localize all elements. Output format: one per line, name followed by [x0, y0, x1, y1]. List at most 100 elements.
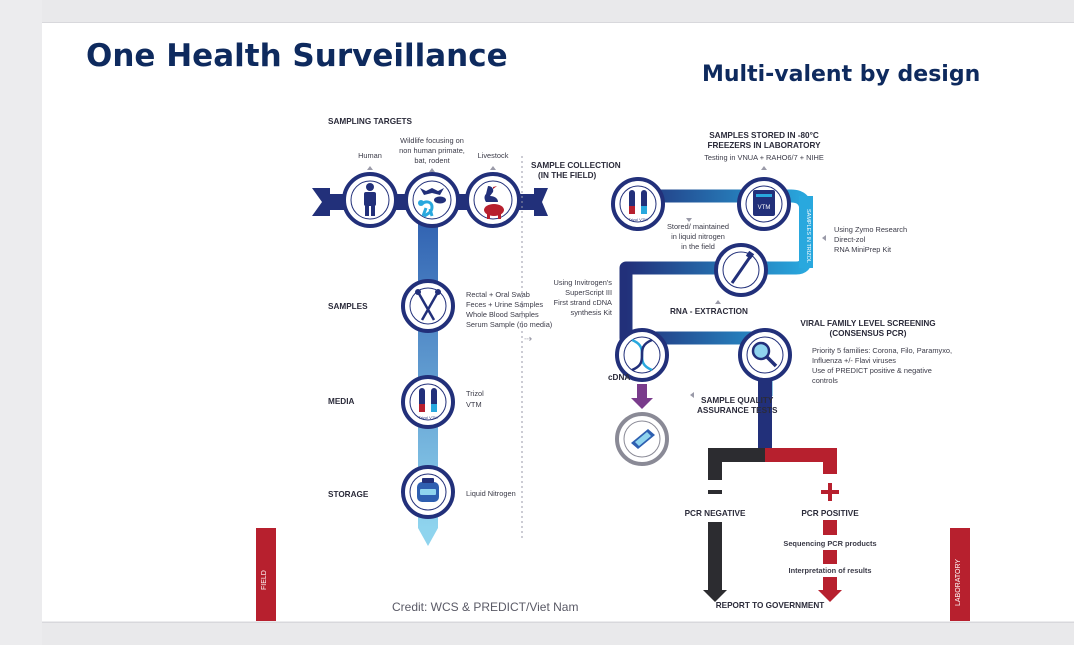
label-screening-1: VIRAL FAMILY LEVEL SCREENING: [800, 319, 935, 328]
label-storage: STORAGE: [328, 490, 369, 499]
label-qa-2: ASSURANCE TESTS: [697, 406, 778, 415]
label-cdna: cDNA: [608, 373, 630, 382]
pcr-neg-arrowhead: [703, 590, 727, 602]
media-item-1: Trizol: [466, 389, 484, 398]
pcr-pos-seg-3: [823, 577, 837, 590]
label-livestock: Livestock: [478, 151, 509, 160]
slide-subtitle: Multi-valent by design: [702, 62, 981, 87]
laboratory-band: [950, 528, 970, 621]
credit-text: Credit: WCS & PREDICT/Viet Nam: [392, 600, 579, 614]
label-collection-1: SAMPLE COLLECTION: [531, 161, 621, 170]
magnifier-icon: [738, 328, 792, 382]
screening-detail-2: Influenza +/- Flavi viruses: [812, 356, 896, 365]
zymo-2: Direct-zol: [834, 235, 866, 244]
collection-tubes-icon: Trizol VTM: [611, 177, 665, 231]
pipette-icon: [714, 243, 768, 297]
qa-arrow-stem: [637, 384, 647, 398]
pcr-pos-arrowhead: [818, 590, 842, 602]
label-samples: SAMPLES: [328, 302, 368, 311]
label-stored-1: SAMPLES STORED IN -80°C: [709, 131, 819, 140]
pcr-pos-seg-2: [823, 550, 837, 564]
label-interpretation: Interpretation of results: [789, 566, 872, 575]
label-wildlife-1: Wildlife focusing on: [400, 136, 464, 145]
label-human: Human: [358, 151, 382, 160]
tick-rna: [715, 300, 721, 304]
screening-detail-1: Priority 5 families: Corona, Filo, Param…: [812, 346, 952, 355]
label-stored-2: FREEZERS IN LABORATORY: [707, 141, 821, 150]
slide: One Health Surveillance Multi-valent by …: [42, 23, 1074, 621]
zymo-3: RNA MiniPrep Kit: [834, 245, 891, 254]
stored-maintained-2: in liquid nitrogen: [671, 232, 725, 241]
tick-freezer: [761, 166, 767, 170]
tick-human: [367, 166, 373, 170]
label-samples-in-trizol: SAMPLES IN TRIZOL: [805, 209, 811, 263]
invitrogen-3: First strand cDNA: [554, 298, 612, 307]
pcr-neg-dash: [708, 490, 722, 494]
tick-zymo: [822, 235, 826, 241]
label-report: REPORT TO GOVERNMENT: [716, 601, 825, 610]
plus-icon-v: [828, 483, 832, 501]
wildlife-icon: [404, 172, 460, 228]
pcr-split-bar-pos: [765, 448, 837, 462]
tick-stored: [686, 218, 692, 222]
trizol-side-bar: [799, 196, 813, 268]
screening-detail-4: controls: [812, 376, 838, 385]
targets-bar-right-arrow: [534, 188, 548, 216]
label-sequencing: Sequencing PCR products: [783, 539, 876, 548]
top-chrome-bar: [42, 0, 1074, 23]
label-stored-sub: Testing in VNUA + RAHO6/7 + NIHE: [704, 153, 824, 162]
pcr-neg-drop: [708, 448, 722, 480]
freezer-label: VTM: [758, 205, 771, 211]
nitrogen-tank-icon: [401, 465, 455, 519]
surveillance-diagram: SAMPLING TARGETS Human Wildlife focusing…: [256, 117, 970, 621]
label-collection-2: (IN THE FIELD): [538, 171, 596, 180]
label-wildlife-3: bat, rodent: [414, 156, 449, 165]
human-icon: [342, 172, 398, 228]
samples-item-3: Whole Blood Samples: [466, 310, 539, 319]
field-flow-arrowhead: [418, 528, 438, 546]
label-pcr-negative: PCR NEGATIVE: [685, 509, 746, 518]
zymo-1: Using Zymo Research: [834, 225, 907, 234]
swab-icon: [401, 279, 455, 333]
samples-item-1: Rectal + Oral Swab: [466, 290, 530, 299]
samples-item-2: Feces + Urine Samples: [466, 300, 543, 309]
targets-bar-left-arrow: [312, 188, 330, 216]
invitrogen-4: synthesis Kit: [571, 308, 613, 317]
pcr-pos-seg-1: [823, 520, 837, 535]
pcr-neg-pipe: [708, 522, 722, 590]
stored-maintained-1: Stored/ maintained: [667, 222, 729, 231]
slide-title: One Health Surveillance: [86, 38, 508, 74]
label-sampling-targets: SAMPLING TARGETS: [328, 117, 413, 126]
storage-text: Liquid Nitrogen: [466, 489, 516, 498]
screening-detail-3: Use of PREDICT positive & negative: [812, 366, 932, 375]
divider-arrow-icon: ⇢: [524, 334, 532, 345]
qa-device-icon: [615, 412, 669, 466]
tick-qa: [690, 392, 694, 398]
label-wildlife-2: non human primate,: [399, 146, 465, 155]
tube-label-field: Trizol VTM: [418, 415, 437, 420]
stored-maintained-3: in the field: [681, 242, 715, 251]
field-band-label: FIELD: [261, 570, 268, 590]
field-band: [256, 528, 276, 621]
freezer-icon: VTM: [737, 177, 791, 231]
tube-label-lab: Trizol VTM: [628, 217, 647, 222]
laboratory-band-label: LABORATORY: [955, 559, 962, 606]
label-screening-2: (CONSENSUS PCR): [830, 329, 907, 338]
tick-livestock: [490, 166, 496, 170]
bottom-chrome-bar: [42, 622, 1074, 645]
samples-item-4: Serum Sample (no media): [466, 320, 552, 329]
dna-icon: [615, 328, 669, 382]
pcr-pos-drop: [823, 448, 837, 474]
label-rna-extraction: RNA - EXTRACTION: [670, 307, 748, 316]
invitrogen-1: Using Invitrogen's: [553, 278, 612, 287]
qa-arrowhead: [631, 398, 653, 409]
label-media: MEDIA: [328, 397, 354, 406]
tubes-icon: Trizol VTM: [401, 375, 455, 429]
label-qa-1: SAMPLE QUALITY: [701, 396, 774, 405]
label-pcr-positive: PCR POSITIVE: [801, 509, 859, 518]
pcr-split-bar-neg: [708, 448, 765, 462]
livestock-icon: [465, 172, 521, 228]
invitrogen-2: SuperScript III: [565, 288, 612, 297]
tick-wildlife: [429, 168, 435, 172]
media-item-2: VTM: [466, 400, 482, 409]
